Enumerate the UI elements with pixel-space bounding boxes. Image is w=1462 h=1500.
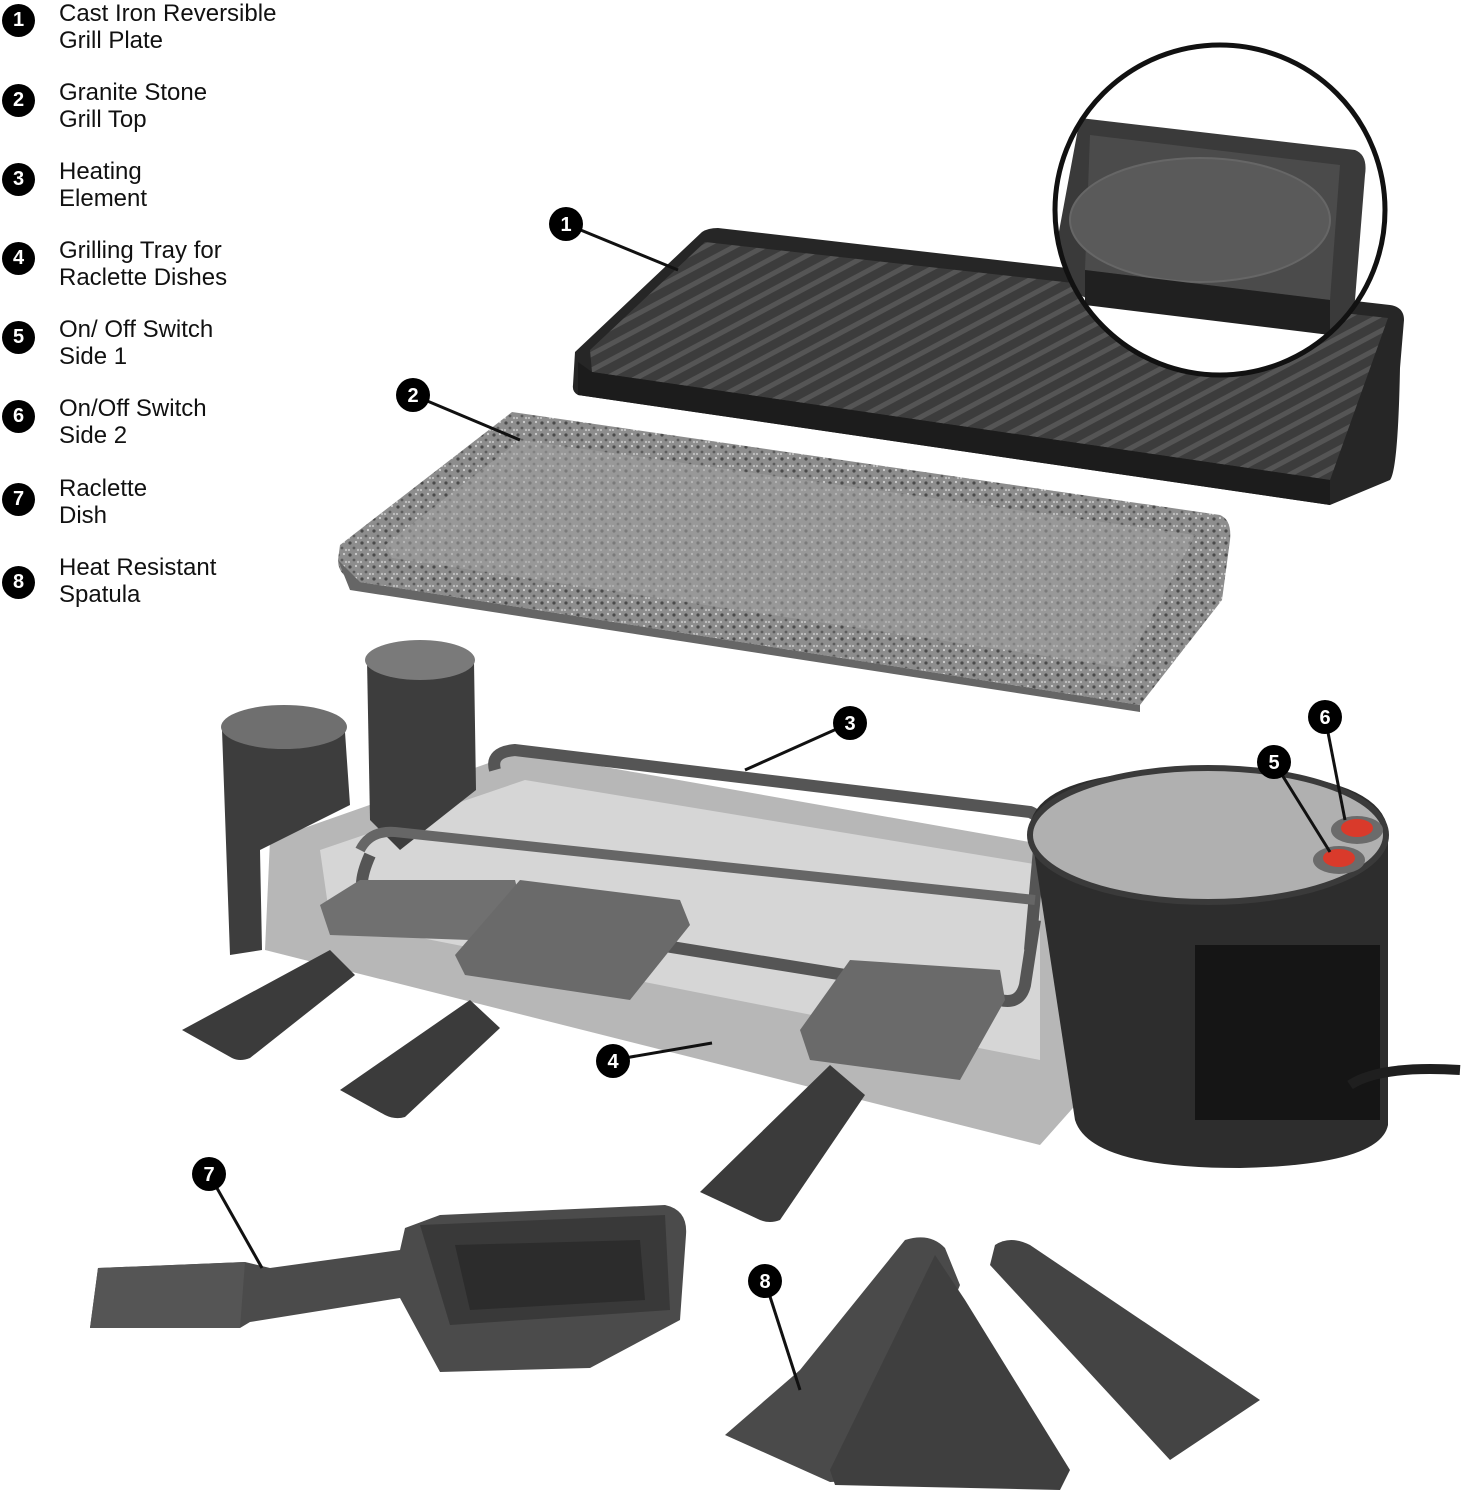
- callout-6: 6: [1308, 700, 1342, 734]
- callout-label-1: 1: [560, 214, 571, 236]
- heat-resistant-spatulas: [725, 1237, 1260, 1490]
- callout-3: 3: [833, 706, 867, 740]
- legend-badge-5: 5: [2, 321, 35, 354]
- callout-7: 7: [192, 1157, 226, 1191]
- callout-label-2: 2: [407, 385, 418, 407]
- legend-badge-3: 3: [2, 163, 35, 196]
- callout-badge-2: [396, 378, 430, 412]
- switch-side-2: [1331, 816, 1383, 844]
- callout-badge-7: [192, 1157, 226, 1191]
- grill-plate-zoom-detail: [1052, 42, 1388, 378]
- callout-label-7: 7: [203, 1164, 214, 1186]
- raclette-base-unit: [182, 640, 1461, 1222]
- callout-label-6: 6: [1319, 707, 1330, 729]
- callout-badge-6: [1308, 700, 1342, 734]
- callout-1: 1: [549, 207, 583, 241]
- callout-badge-4: [596, 1044, 630, 1078]
- callout-label-5: 5: [1268, 752, 1279, 774]
- legend-badge-8: 8: [2, 566, 35, 599]
- legend-badge-1: 1: [2, 4, 35, 37]
- granite-stone-grill-top: [338, 412, 1231, 712]
- legend-badge-7: 7: [2, 483, 35, 516]
- callout-badge-3: [833, 706, 867, 740]
- legend-badge-6: 6: [2, 400, 35, 433]
- legend-badge-2: 2: [2, 84, 35, 117]
- callout-badge-1: [549, 207, 583, 241]
- legend-badge-4: 4: [2, 242, 35, 275]
- switch-side-1: [1313, 846, 1365, 874]
- callout-badge-8: [748, 1264, 782, 1298]
- callout-label-3: 3: [844, 713, 855, 735]
- callout-badge-5: [1257, 745, 1291, 779]
- callout-5: 5: [1257, 745, 1291, 779]
- callout-label-8: 8: [759, 1271, 770, 1293]
- raclette-dish: [90, 1205, 687, 1372]
- callout-2: 2: [396, 378, 430, 412]
- callout-8: 8: [748, 1264, 782, 1298]
- callout-label-4: 4: [607, 1051, 619, 1073]
- callout-4: 4: [596, 1044, 630, 1078]
